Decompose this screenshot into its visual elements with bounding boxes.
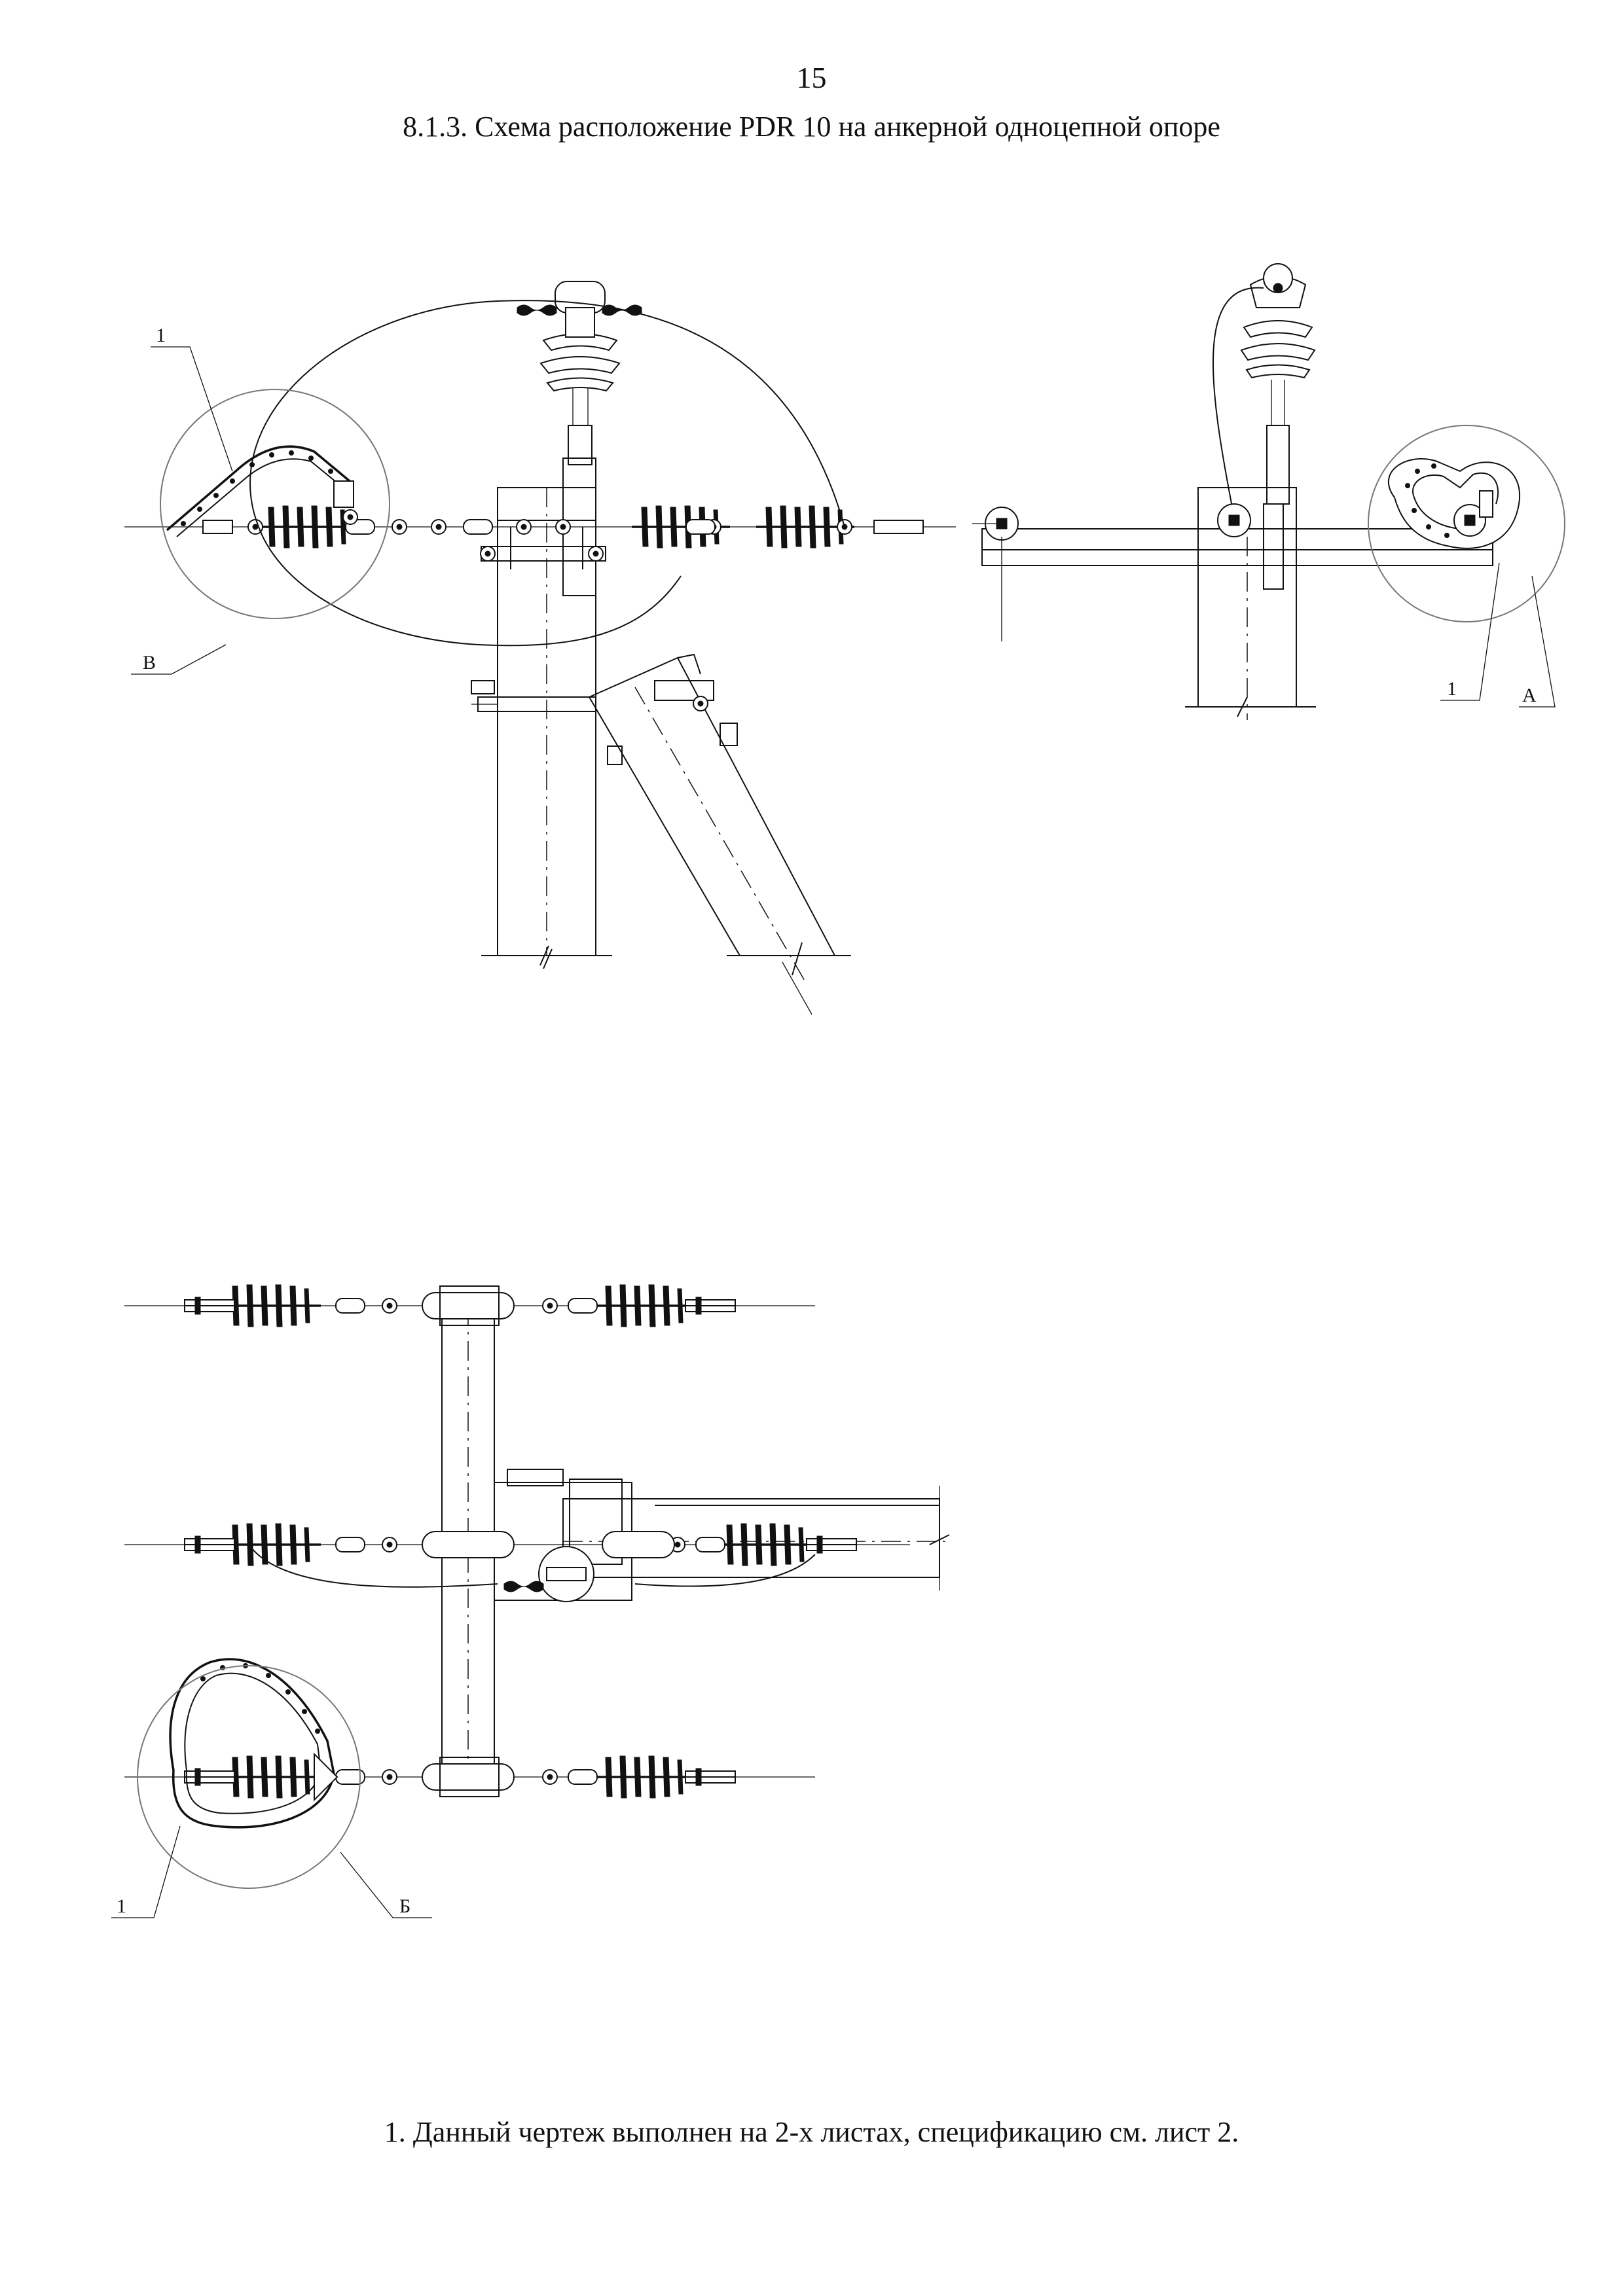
page-number: 15 bbox=[796, 61, 827, 94]
pin-insulator bbox=[517, 281, 642, 465]
callout-detail-plan: Б bbox=[399, 1895, 410, 1917]
detail-circle-a bbox=[1368, 425, 1565, 622]
brace bbox=[589, 653, 851, 1015]
footnote: 1. Данный чертеж выполнен на 2-х листах,… bbox=[384, 2116, 1239, 2148]
pdr-device-front bbox=[166, 445, 358, 537]
callout-item-front: 1 bbox=[156, 325, 166, 346]
pdr-device-side bbox=[1387, 458, 1521, 549]
callout-detail-side: А bbox=[1522, 685, 1537, 706]
callout-detail-front: В bbox=[143, 652, 156, 673]
callout-item-side: 1 bbox=[1447, 678, 1457, 700]
callout-item-plan: 1 bbox=[117, 1895, 126, 1917]
side-view bbox=[972, 263, 1565, 720]
page-title: 8.1.3. Схема расположение PDR 10 на анке… bbox=[403, 111, 1220, 143]
detail-circle-v bbox=[160, 389, 390, 619]
front-view bbox=[124, 281, 956, 1015]
jumper-loop bbox=[249, 300, 845, 528]
pdr-device-plan bbox=[169, 1658, 338, 1829]
detail-circle-b bbox=[137, 1665, 361, 1889]
plan-view bbox=[111, 1283, 950, 1918]
